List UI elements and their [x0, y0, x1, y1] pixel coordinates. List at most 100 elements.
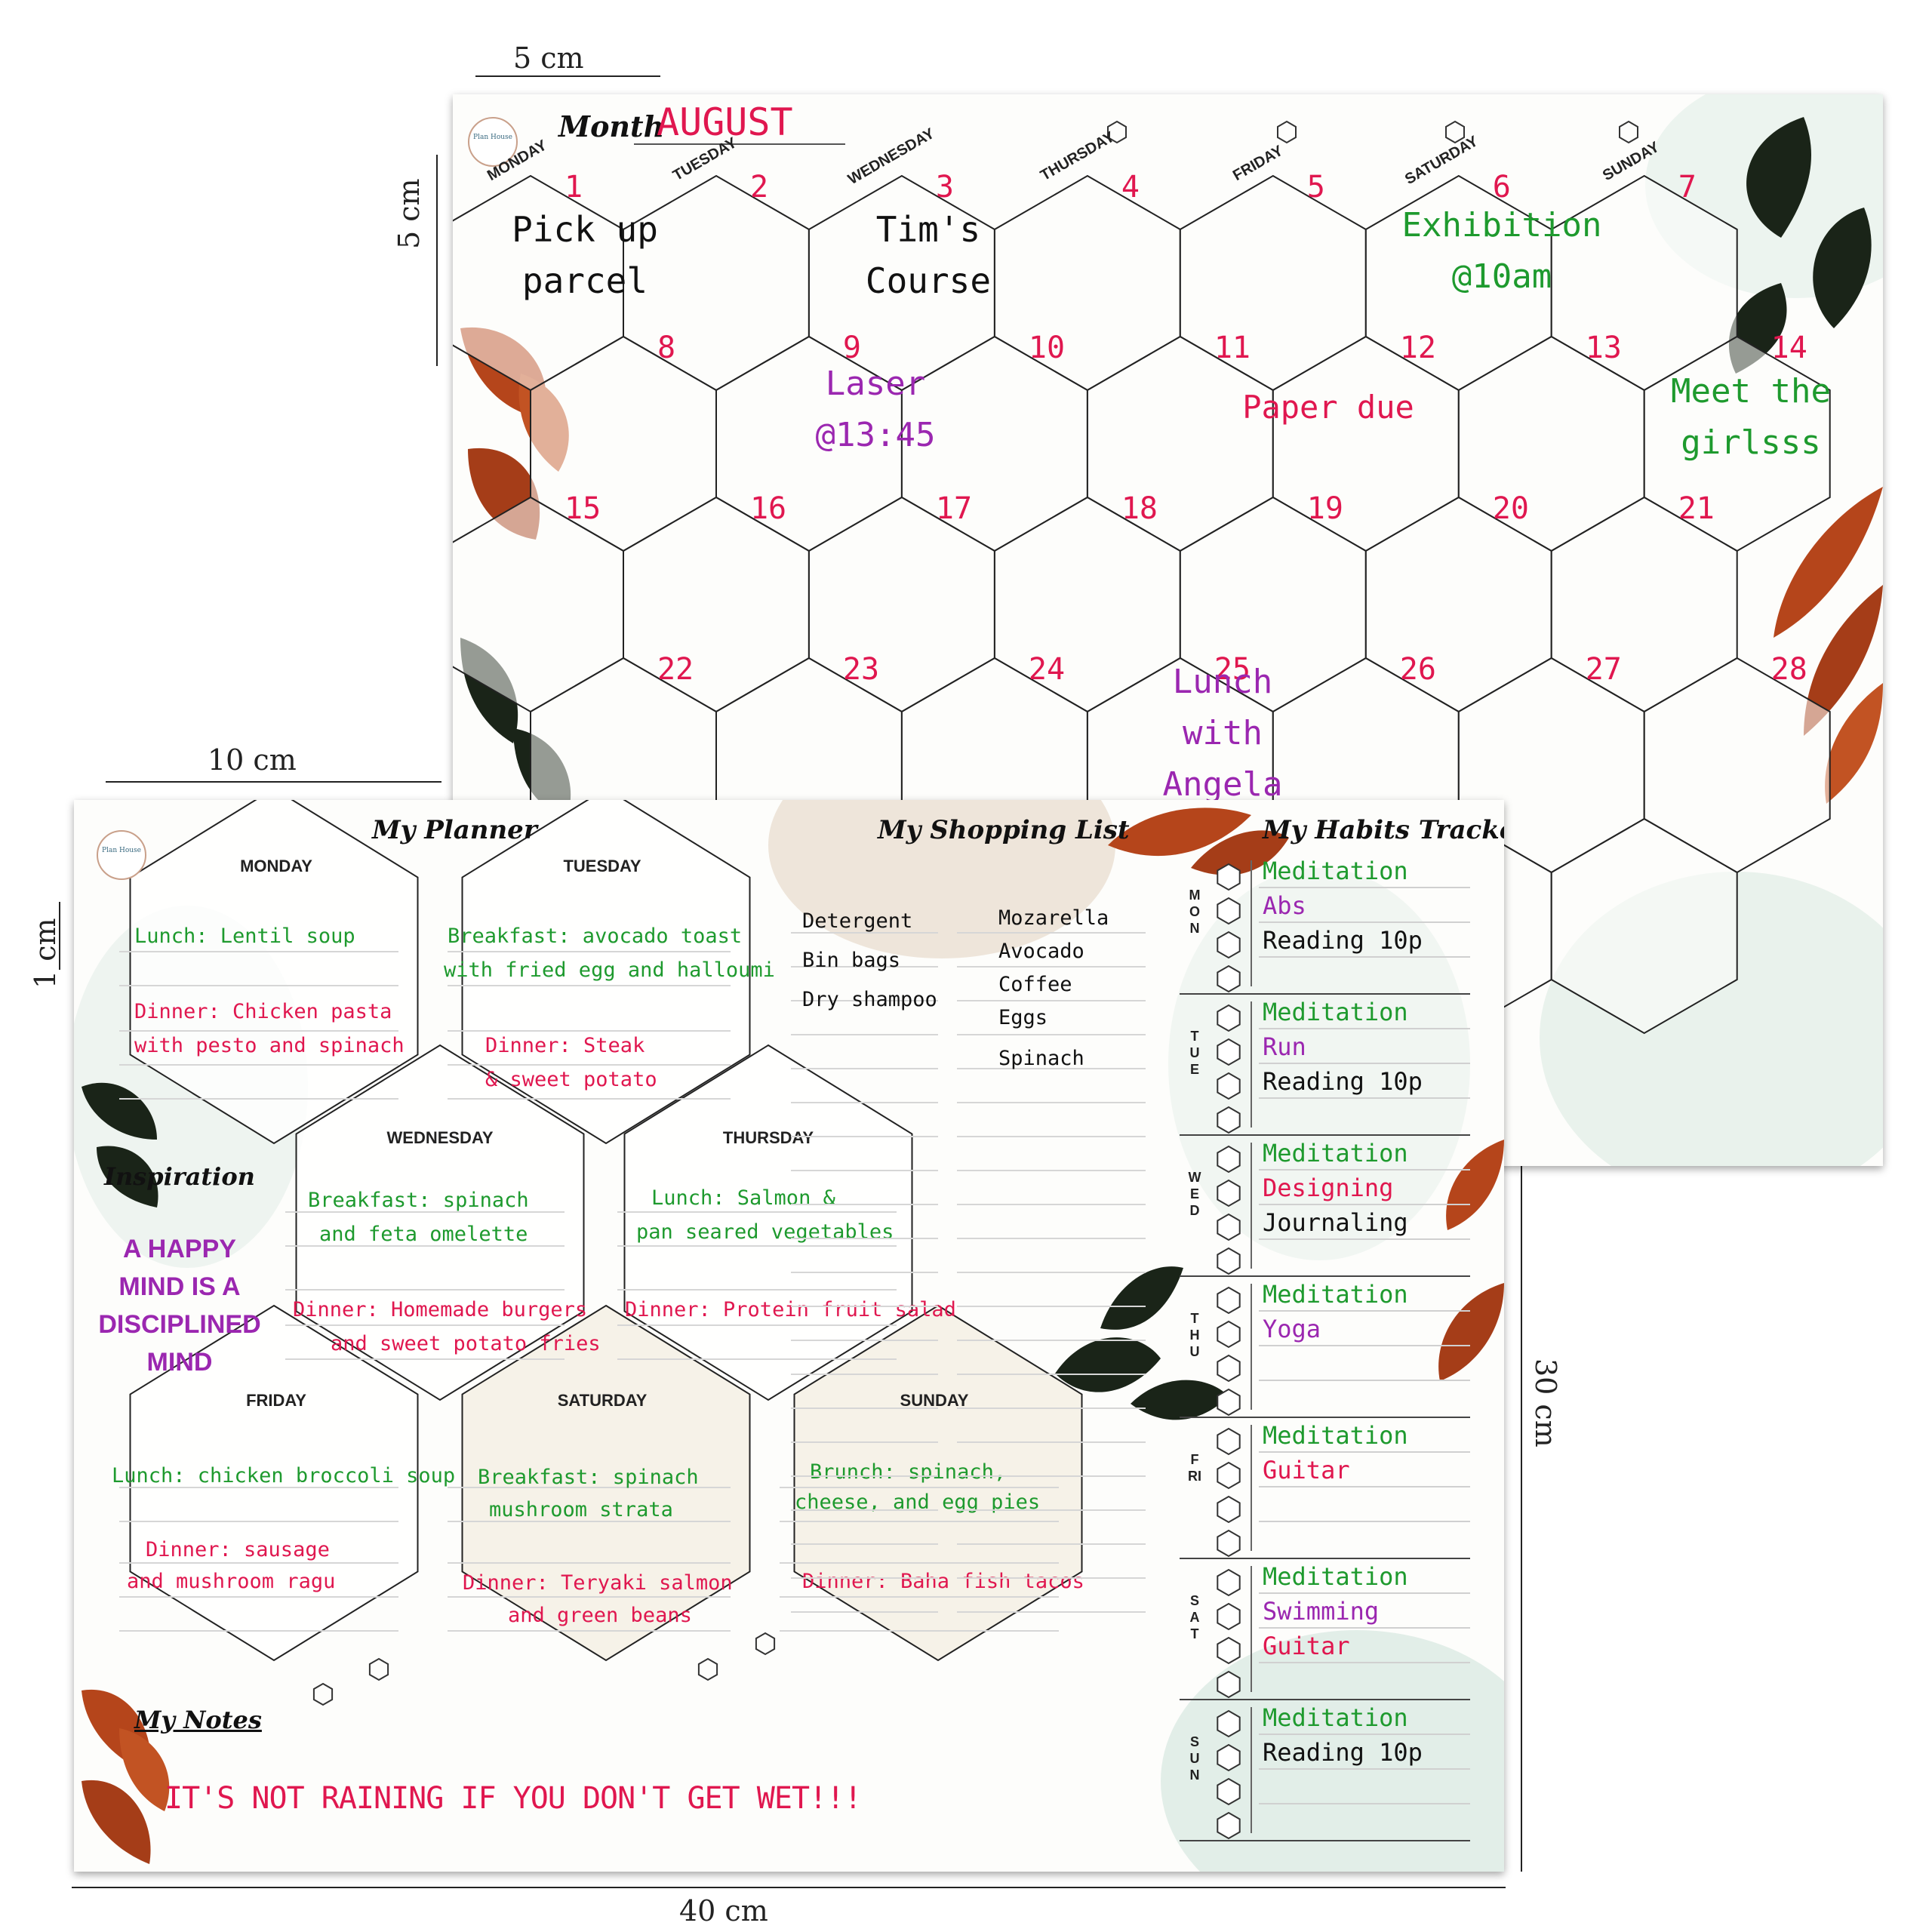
day-number: 20: [1492, 491, 1529, 526]
habit-checkbox[interactable]: [1217, 1602, 1241, 1631]
shopping-item[interactable]: Eggs: [998, 1006, 1048, 1029]
habit-checkbox[interactable]: [1217, 1743, 1241, 1772]
habit-checkbox[interactable]: [1217, 1145, 1241, 1174]
shopping-column-1[interactable]: Detergent Bin bags Dry shampoo: [802, 902, 937, 1020]
entry-pick-up-parcel[interactable]: Pick up parcel: [472, 204, 698, 306]
notes-text[interactable]: IT'S NOT RAINING IF YOU DON'T GET WET!!!: [165, 1781, 862, 1816]
thursday-meal-3[interactable]: Dinner: Protein fruit salad: [625, 1298, 956, 1321]
friday-meal-4[interactable]: and mushroom ragu: [127, 1570, 336, 1593]
habit-item[interactable]: Guitar: [1263, 1456, 1350, 1484]
sunday-meal-1[interactable]: Brunch: spinach,: [810, 1460, 1007, 1484]
habit-item[interactable]: Reading 10p: [1263, 1738, 1423, 1767]
habit-checkbox[interactable]: [1217, 1709, 1241, 1738]
inspiration-quote[interactable]: A HAPPY MIND IS A DISCIPLINED MIND: [78, 1230, 281, 1381]
habit-item[interactable]: Yoga: [1263, 1315, 1321, 1343]
entry-meet-the-girlsss[interactable]: Meet the girlsss: [1638, 366, 1864, 469]
habit-item[interactable]: Meditation: [1263, 1139, 1408, 1168]
calendar-day-cell[interactable]: [1550, 817, 1738, 1035]
meal-day-cell[interactable]: [129, 1304, 419, 1662]
habit-checkbox[interactable]: [1217, 1179, 1241, 1208]
wednesday-meal-4[interactable]: and sweet potato fries: [331, 1332, 601, 1355]
meal-day-cell[interactable]: [295, 1044, 585, 1401]
habit-checkbox[interactable]: [1217, 1004, 1241, 1032]
habit-checkbox[interactable]: [1217, 1670, 1241, 1699]
habit-checkbox[interactable]: [1217, 897, 1241, 925]
meal-day-cell[interactable]: [461, 1304, 751, 1662]
monday-meal-1[interactable]: Lunch: Lentil soup: [134, 924, 355, 948]
habit-checkbox[interactable]: [1217, 1320, 1241, 1349]
habit-checkbox[interactable]: [1217, 1038, 1241, 1066]
habit-checkbox[interactable]: [1217, 863, 1241, 891]
shopping-item[interactable]: Coffee: [998, 973, 1072, 996]
habit-checkbox[interactable]: [1217, 1427, 1241, 1456]
shopping-item[interactable]: Bin bags: [802, 949, 901, 972]
monday-meal-4[interactable]: with pesto and spinach: [134, 1034, 405, 1057]
sunday-meal-3[interactable]: Dinner: Baha fish tacos: [802, 1570, 1084, 1593]
friday-meal-1[interactable]: Lunch: chicken broccoli soup: [112, 1464, 456, 1487]
habit-item[interactable]: Journaling: [1263, 1208, 1408, 1237]
habit-checkbox[interactable]: [1217, 1777, 1241, 1806]
habit-checkbox[interactable]: [1217, 931, 1241, 959]
habit-checkbox[interactable]: [1217, 1811, 1241, 1840]
saturday-meal-4[interactable]: and green beans: [508, 1604, 692, 1627]
entry-tims-course[interactable]: Tim's Course: [815, 204, 1041, 306]
monday-meal-3[interactable]: Dinner: Chicken pasta: [134, 1000, 392, 1023]
habit-item[interactable]: Reading 10p: [1263, 1067, 1423, 1096]
entry-lunch-with-angela[interactable]: Lunch with Angela: [1109, 657, 1336, 811]
habit-item[interactable]: Abs: [1263, 891, 1306, 920]
habit-checkbox[interactable]: [1217, 1106, 1241, 1134]
habit-checkbox[interactable]: [1217, 1354, 1241, 1383]
entry-paper-due[interactable]: Paper due: [1215, 389, 1441, 426]
habit-item[interactable]: Designing: [1263, 1174, 1394, 1202]
habit-item[interactable]: Reading 10p: [1263, 926, 1423, 955]
habit-checkbox[interactable]: [1217, 1529, 1241, 1558]
habit-item[interactable]: Guitar: [1263, 1632, 1350, 1660]
ruling-line: [780, 1596, 1059, 1598]
habit-item[interactable]: Meditation: [1263, 857, 1408, 885]
tuesday-meal-3[interactable]: Dinner: Steak: [485, 1034, 645, 1057]
thursday-meal-2[interactable]: pan seared vegetables: [636, 1220, 894, 1244]
habit-checkbox[interactable]: [1217, 1286, 1241, 1315]
dim-mid-width: 10 cm: [208, 743, 297, 777]
shopping-item[interactable]: Mozarella: [998, 906, 1109, 930]
ruling-line: [448, 1098, 731, 1100]
habit-item[interactable]: Meditation: [1263, 1703, 1408, 1732]
meal-day-cell[interactable]: [461, 800, 751, 1145]
habit-item[interactable]: Meditation: [1263, 998, 1408, 1026]
saturday-meal-1[interactable]: Breakfast: spinach: [478, 1466, 699, 1489]
saturday-meal-3[interactable]: Dinner: Teryaki salmon: [463, 1571, 733, 1595]
shopping-item[interactable]: Detergent: [802, 909, 913, 933]
shopping-column-2[interactable]: Mozarella Avocado Coffee Eggs Spinach: [998, 902, 1109, 1075]
thursday-meal-1[interactable]: Lunch: Salmon &: [651, 1186, 835, 1210]
habit-checkbox[interactable]: [1217, 1636, 1241, 1665]
habit-checkbox[interactable]: [1217, 1568, 1241, 1597]
meal-day-cell[interactable]: [623, 1044, 913, 1401]
month-value[interactable]: AUGUST: [657, 100, 793, 144]
tuesday-meal-1[interactable]: Breakfast: avocado toast: [448, 924, 743, 948]
habit-checkbox[interactable]: [1217, 1247, 1241, 1275]
meal-day-cell[interactable]: [793, 1304, 1083, 1662]
tuesday-meal-4[interactable]: & sweet potato: [485, 1068, 657, 1091]
entry-laser[interactable]: Laser @13:45: [755, 358, 996, 461]
tuesday-meal-2[interactable]: with fried egg and halloumi: [444, 958, 775, 982]
habit-item[interactable]: Meditation: [1263, 1562, 1408, 1591]
habit-checkbox[interactable]: [1217, 964, 1241, 993]
habit-item[interactable]: Run: [1263, 1032, 1306, 1061]
entry-exhibition[interactable]: Exhibition @10am: [1374, 200, 1630, 303]
habit-checkbox[interactable]: [1217, 1461, 1241, 1490]
habit-checkbox[interactable]: [1217, 1072, 1241, 1100]
habit-item[interactable]: Swimming: [1263, 1597, 1380, 1626]
habit-checkbox[interactable]: [1217, 1495, 1241, 1524]
wednesday-meal-1[interactable]: Breakfast: spinach: [308, 1189, 529, 1212]
friday-meal-3[interactable]: Dinner: sausage: [146, 1538, 330, 1561]
shopping-item[interactable]: Avocado: [998, 940, 1084, 963]
wednesday-meal-3[interactable]: Dinner: Homemade burgers: [293, 1298, 588, 1321]
saturday-meal-2[interactable]: mushroom strata: [489, 1498, 673, 1521]
habit-item[interactable]: Meditation: [1263, 1421, 1408, 1450]
shopping-item[interactable]: Spinach: [998, 1047, 1084, 1070]
wednesday-meal-2[interactable]: and feta omelette: [319, 1223, 528, 1246]
shopping-item[interactable]: Dry shampoo: [802, 988, 937, 1011]
habit-checkbox[interactable]: [1217, 1388, 1241, 1417]
habit-item[interactable]: Meditation: [1263, 1280, 1408, 1309]
habit-checkbox[interactable]: [1217, 1213, 1241, 1241]
